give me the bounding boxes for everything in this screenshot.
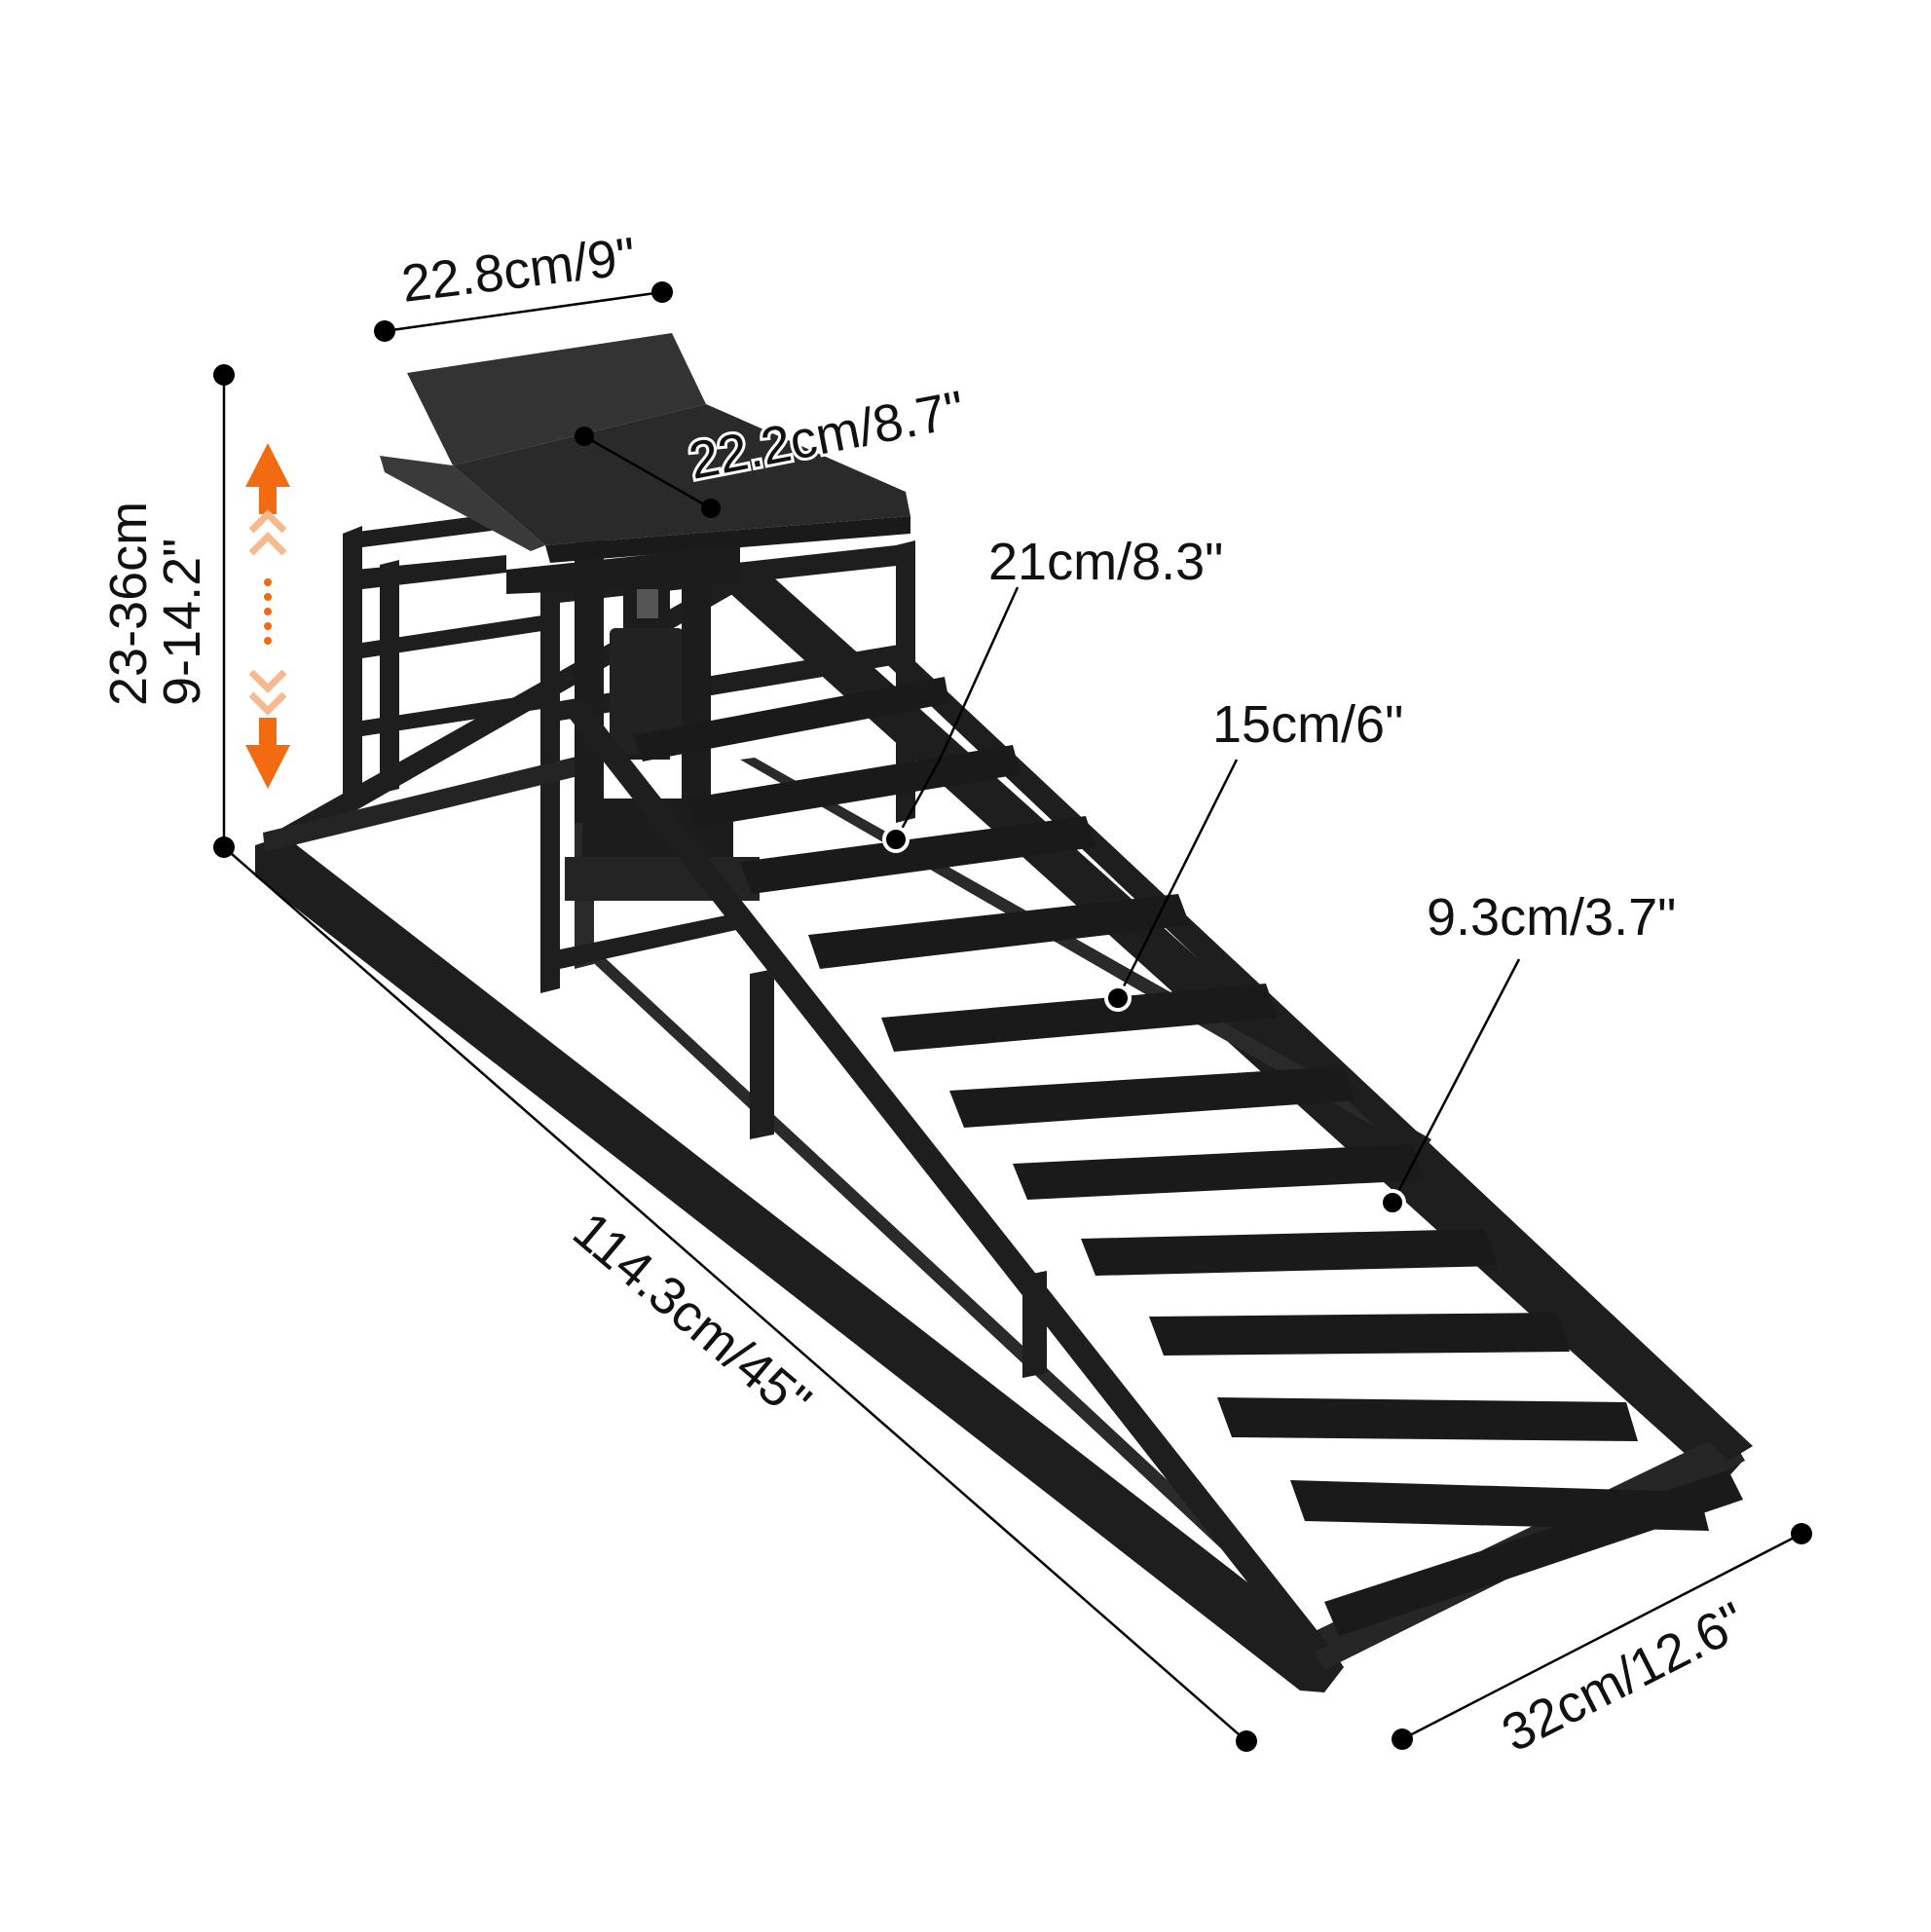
rung-gap-top-leader: [894, 586, 1020, 840]
stairs-support-2: [1022, 1271, 1047, 1378]
length-line: [223, 846, 1247, 1742]
stairs-rungs: [633, 677, 1743, 1636]
rung-gap-mid-leader: [1116, 759, 1239, 999]
rung-gap-bottom-label: 9.3cm/3.7": [1427, 888, 1676, 947]
base-front-rail: [255, 836, 1344, 1692]
stairs-support-1: [750, 969, 774, 1139]
total-width-label: 32cm/12.6": [1493, 1591, 1755, 1764]
rung-gap-markers: [882, 826, 1406, 1216]
double-arrow-icon: [245, 443, 290, 789]
rung-gap-mid-label: 15cm/6": [1212, 695, 1403, 754]
height-in-label: 9-14.2": [153, 539, 211, 706]
dimension-endpoints: [213, 281, 1812, 1752]
stairs-right-rail: [876, 652, 1753, 1461]
stairs-left-rail: [560, 701, 1329, 1655]
width-line: [1401, 1532, 1802, 1741]
dimension-lines: [222, 290, 1802, 1742]
height-cm-label: 23-36cm: [99, 502, 158, 706]
plate-width-line: [583, 434, 712, 510]
car-ramp-illustration: [255, 333, 1753, 1692]
plate-length-line: [384, 290, 663, 333]
top-lift-plate: [380, 333, 910, 594]
rung-gap-top-label: 21cm/8.3": [988, 533, 1223, 591]
rung-gap-bottom-leader: [1391, 958, 1521, 1204]
